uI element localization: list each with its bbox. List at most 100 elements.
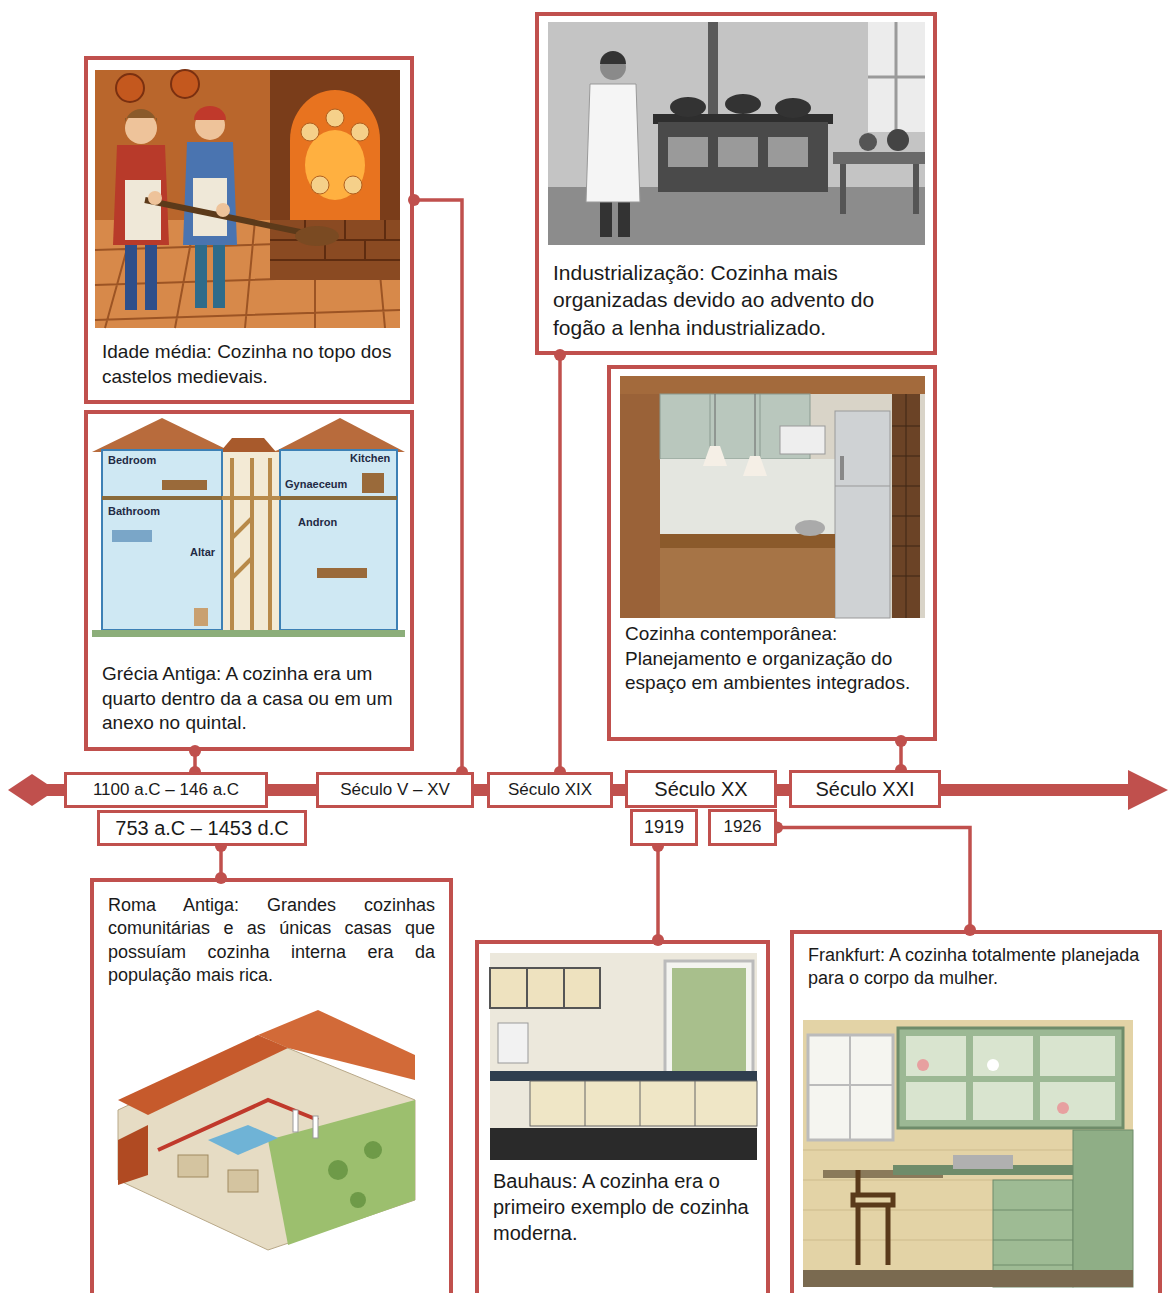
illustration-shape xyxy=(1040,1082,1115,1120)
illustration-shape xyxy=(987,1059,999,1071)
illustration-shape xyxy=(344,176,362,194)
illustration-shape xyxy=(868,22,925,132)
room-label: Kitchen xyxy=(350,452,390,464)
illustration-shape xyxy=(270,220,400,260)
illustration-shape xyxy=(270,70,400,280)
timeline-connector xyxy=(652,840,664,946)
illustration-shape xyxy=(295,226,339,246)
illustration-shape xyxy=(1073,1130,1133,1287)
illustration-shape xyxy=(92,418,405,637)
illustration-shape xyxy=(620,376,925,618)
era-description: Idade média: Cozinha no topo dos castelo… xyxy=(102,340,396,389)
illustration-shape xyxy=(808,1035,893,1140)
illustration-shape xyxy=(268,1100,415,1245)
illustration-shape xyxy=(351,123,369,141)
date-label: Século XX xyxy=(654,778,747,800)
era-description: Cozinha contemporânea: Planejamento e or… xyxy=(625,622,919,696)
illustration-shape xyxy=(113,145,169,245)
illustration-shape xyxy=(833,152,925,164)
illustration-shape xyxy=(222,450,280,630)
illustration-shape xyxy=(853,1170,893,1265)
room-label: Altar xyxy=(190,546,215,558)
illustration-shape xyxy=(725,94,761,114)
illustration-shape xyxy=(95,70,400,328)
era-card: Idade média: Cozinha no topo dos castelo… xyxy=(84,56,414,404)
date-label: Século V – XV xyxy=(340,781,450,800)
illustration-shape xyxy=(490,1128,757,1160)
illustration-shape xyxy=(118,1125,148,1185)
illustration-shape xyxy=(670,97,706,117)
room-label: Bedroom xyxy=(108,454,156,466)
illustration-shape xyxy=(274,418,405,452)
illustration-shape xyxy=(178,1155,208,1177)
illustration-shape xyxy=(917,1059,929,1071)
illustration-shape xyxy=(913,164,919,214)
era-card: Bauhaus: A cozinha era o primeiro exempl… xyxy=(475,940,770,1293)
date-box: Século XXI xyxy=(789,770,941,808)
illustration-shape xyxy=(1128,770,1168,810)
illustration-shape xyxy=(840,164,846,214)
illustration-shape xyxy=(220,438,276,452)
era-description: Frankfurt: A cozinha totalmente planejad… xyxy=(808,944,1144,991)
illustration-shape xyxy=(102,450,222,630)
date-label: 1100 a.C – 146 a.C xyxy=(93,781,239,800)
date-label: 1919 xyxy=(644,818,684,838)
illustration-shape xyxy=(490,1071,757,1081)
connector-dot xyxy=(554,349,566,361)
illustration-shape xyxy=(775,98,811,118)
illustration-shape xyxy=(892,394,920,618)
illustration-shape xyxy=(973,1082,1033,1120)
illustration-shape xyxy=(906,1082,966,1120)
era-card: Roma Antiga: Grandes cozinhas comunitári… xyxy=(90,878,453,1293)
date-box: Século XIX xyxy=(487,772,613,808)
era-description: Bauhaus: A cozinha era o primeiro exempl… xyxy=(493,1168,752,1246)
illustration-shape xyxy=(293,1110,298,1132)
illustration-shape xyxy=(618,197,630,237)
illustration-shape xyxy=(213,240,225,308)
connector-line xyxy=(777,828,970,931)
illustration-shape xyxy=(835,486,890,487)
date-label: Século XXI xyxy=(816,778,915,800)
timeline-connector xyxy=(554,349,566,778)
timeline-connector xyxy=(771,822,976,937)
connector-dot xyxy=(189,745,201,757)
era-description: Grécia Antiga: A cozinha era um quarto d… xyxy=(102,662,396,736)
illustration-shape xyxy=(8,774,56,806)
illustration-shape xyxy=(808,1035,893,1140)
illustration-shape xyxy=(586,84,640,202)
date-label: 753 a.C – 1453 d.C xyxy=(115,817,288,839)
date-box: Século XX xyxy=(625,770,777,808)
illustration-shape xyxy=(118,990,415,1250)
connector-line xyxy=(656,846,660,940)
date-box: 1926 xyxy=(708,809,777,846)
illustration-shape xyxy=(162,480,207,490)
medieval-kitchen-picture xyxy=(95,70,400,328)
illustration-shape xyxy=(906,1036,966,1076)
illustration-shape xyxy=(145,200,305,233)
room-label: Bathroom xyxy=(108,505,160,517)
date-label: Século XIX xyxy=(508,781,592,800)
illustration-shape xyxy=(600,197,612,237)
illustration-shape xyxy=(317,568,367,578)
bauhaus-kitchen-picture xyxy=(490,953,757,1160)
illustration-shape xyxy=(313,1116,318,1138)
date-box: 1919 xyxy=(630,809,698,846)
illustration-shape xyxy=(125,180,161,240)
illustration-shape xyxy=(301,123,319,141)
illustration-shape xyxy=(803,1270,1133,1287)
illustration-shape xyxy=(498,1023,528,1063)
illustration-shape xyxy=(490,953,757,1160)
illustration-shape xyxy=(868,22,925,132)
illustration-shape xyxy=(290,90,380,220)
illustration-shape xyxy=(194,608,208,626)
illustration-shape xyxy=(280,496,397,500)
date-box: 753 a.C – 1453 d.C xyxy=(97,810,307,846)
illustration-shape xyxy=(158,1100,318,1150)
illustration-shape xyxy=(658,122,828,192)
industrial-kitchen-picture xyxy=(548,22,925,245)
illustration-shape xyxy=(92,418,232,452)
illustration-shape xyxy=(183,142,237,245)
